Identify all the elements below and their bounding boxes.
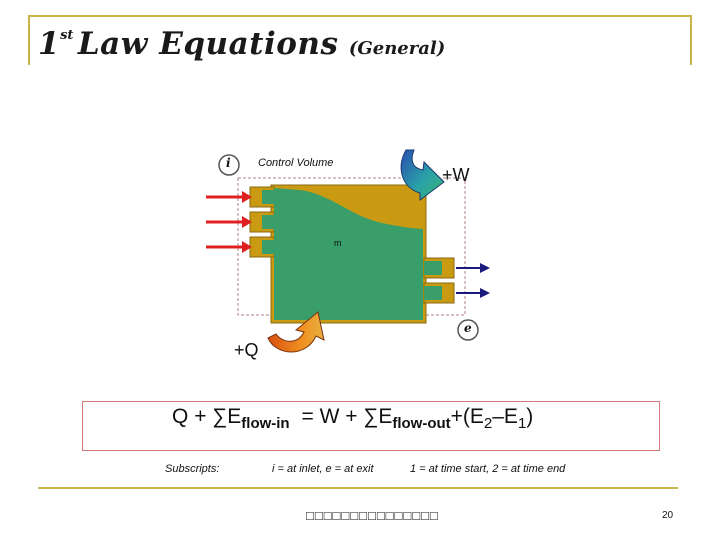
inlet-exit-note: i = at inlet, e = at exit [272, 463, 374, 475]
slide-title: 1st Law Equations (General) [38, 26, 445, 62]
inlet-arrow-3-head [242, 241, 252, 253]
right-frame-line [690, 15, 692, 65]
first-law-equation: Q + ∑Eflow-in = W + ∑Eflow-out+(E2–E1) [172, 405, 533, 432]
eq-sum-in: ∑E [212, 405, 242, 428]
outlet-arrow-1-head [480, 263, 490, 273]
tank [249, 184, 455, 324]
inlet-arrow-1-head [242, 191, 252, 203]
mass-label: m [334, 238, 342, 248]
time-note: 1 = at time start, 2 = at time end [410, 463, 566, 475]
footer-glyphs: □□□□□□□□□□□□□□□ [306, 508, 439, 523]
work-label: +W [442, 165, 470, 185]
left-frame-line [28, 15, 30, 65]
inlet-circle [218, 154, 240, 176]
outlet-port-1-fluid [424, 261, 442, 275]
outlet-arrows [456, 263, 490, 298]
exit-circle [457, 319, 479, 341]
title-superscript: st [60, 28, 74, 43]
inlet-label: i [226, 156, 231, 170]
eq-plus-2: + [345, 405, 358, 428]
title-main: Law Equations [77, 26, 339, 62]
outlet-arrow-2-head [480, 288, 490, 298]
eq-sum-out: ∑E [363, 405, 393, 428]
title-prefix: 1 [38, 26, 61, 62]
control-volume-label: Control Volume [258, 157, 334, 169]
title-qualifier: (General) [348, 38, 446, 59]
eq-flow-out: flow-out [392, 415, 451, 432]
page-number: 20 [662, 510, 674, 521]
eq-minus: –E [492, 405, 518, 428]
heat-label: +Q [234, 340, 259, 360]
tank-fluid [274, 188, 423, 320]
inlet-arrow-2-head [242, 216, 252, 228]
outlet-port-2-fluid [424, 286, 442, 300]
work-arrow [400, 149, 445, 201]
eq-sub-2: 2 [483, 415, 493, 432]
eq-tail-close: ) [526, 405, 534, 428]
equation-box [82, 401, 660, 451]
subscripts-label: Subscripts: [165, 463, 220, 475]
eq-equals: = [301, 405, 314, 428]
inlet-port-2-fluid [262, 215, 274, 229]
inlet-arrows [206, 191, 252, 253]
eq-plus-1: + [194, 405, 207, 428]
eq-flow-in: flow-in [241, 415, 290, 432]
top-frame-line [28, 15, 692, 17]
heat-arrow [267, 311, 325, 353]
eq-w: W [319, 405, 340, 428]
eq-q: Q [172, 405, 189, 428]
eq-sub-1: 1 [517, 415, 527, 432]
eq-tail-open: +(E [450, 405, 484, 428]
inlet-port-3-fluid [262, 240, 274, 254]
exit-label: e [464, 321, 472, 335]
bottom-rule [38, 487, 678, 489]
inlet-port-1-fluid [262, 190, 274, 204]
